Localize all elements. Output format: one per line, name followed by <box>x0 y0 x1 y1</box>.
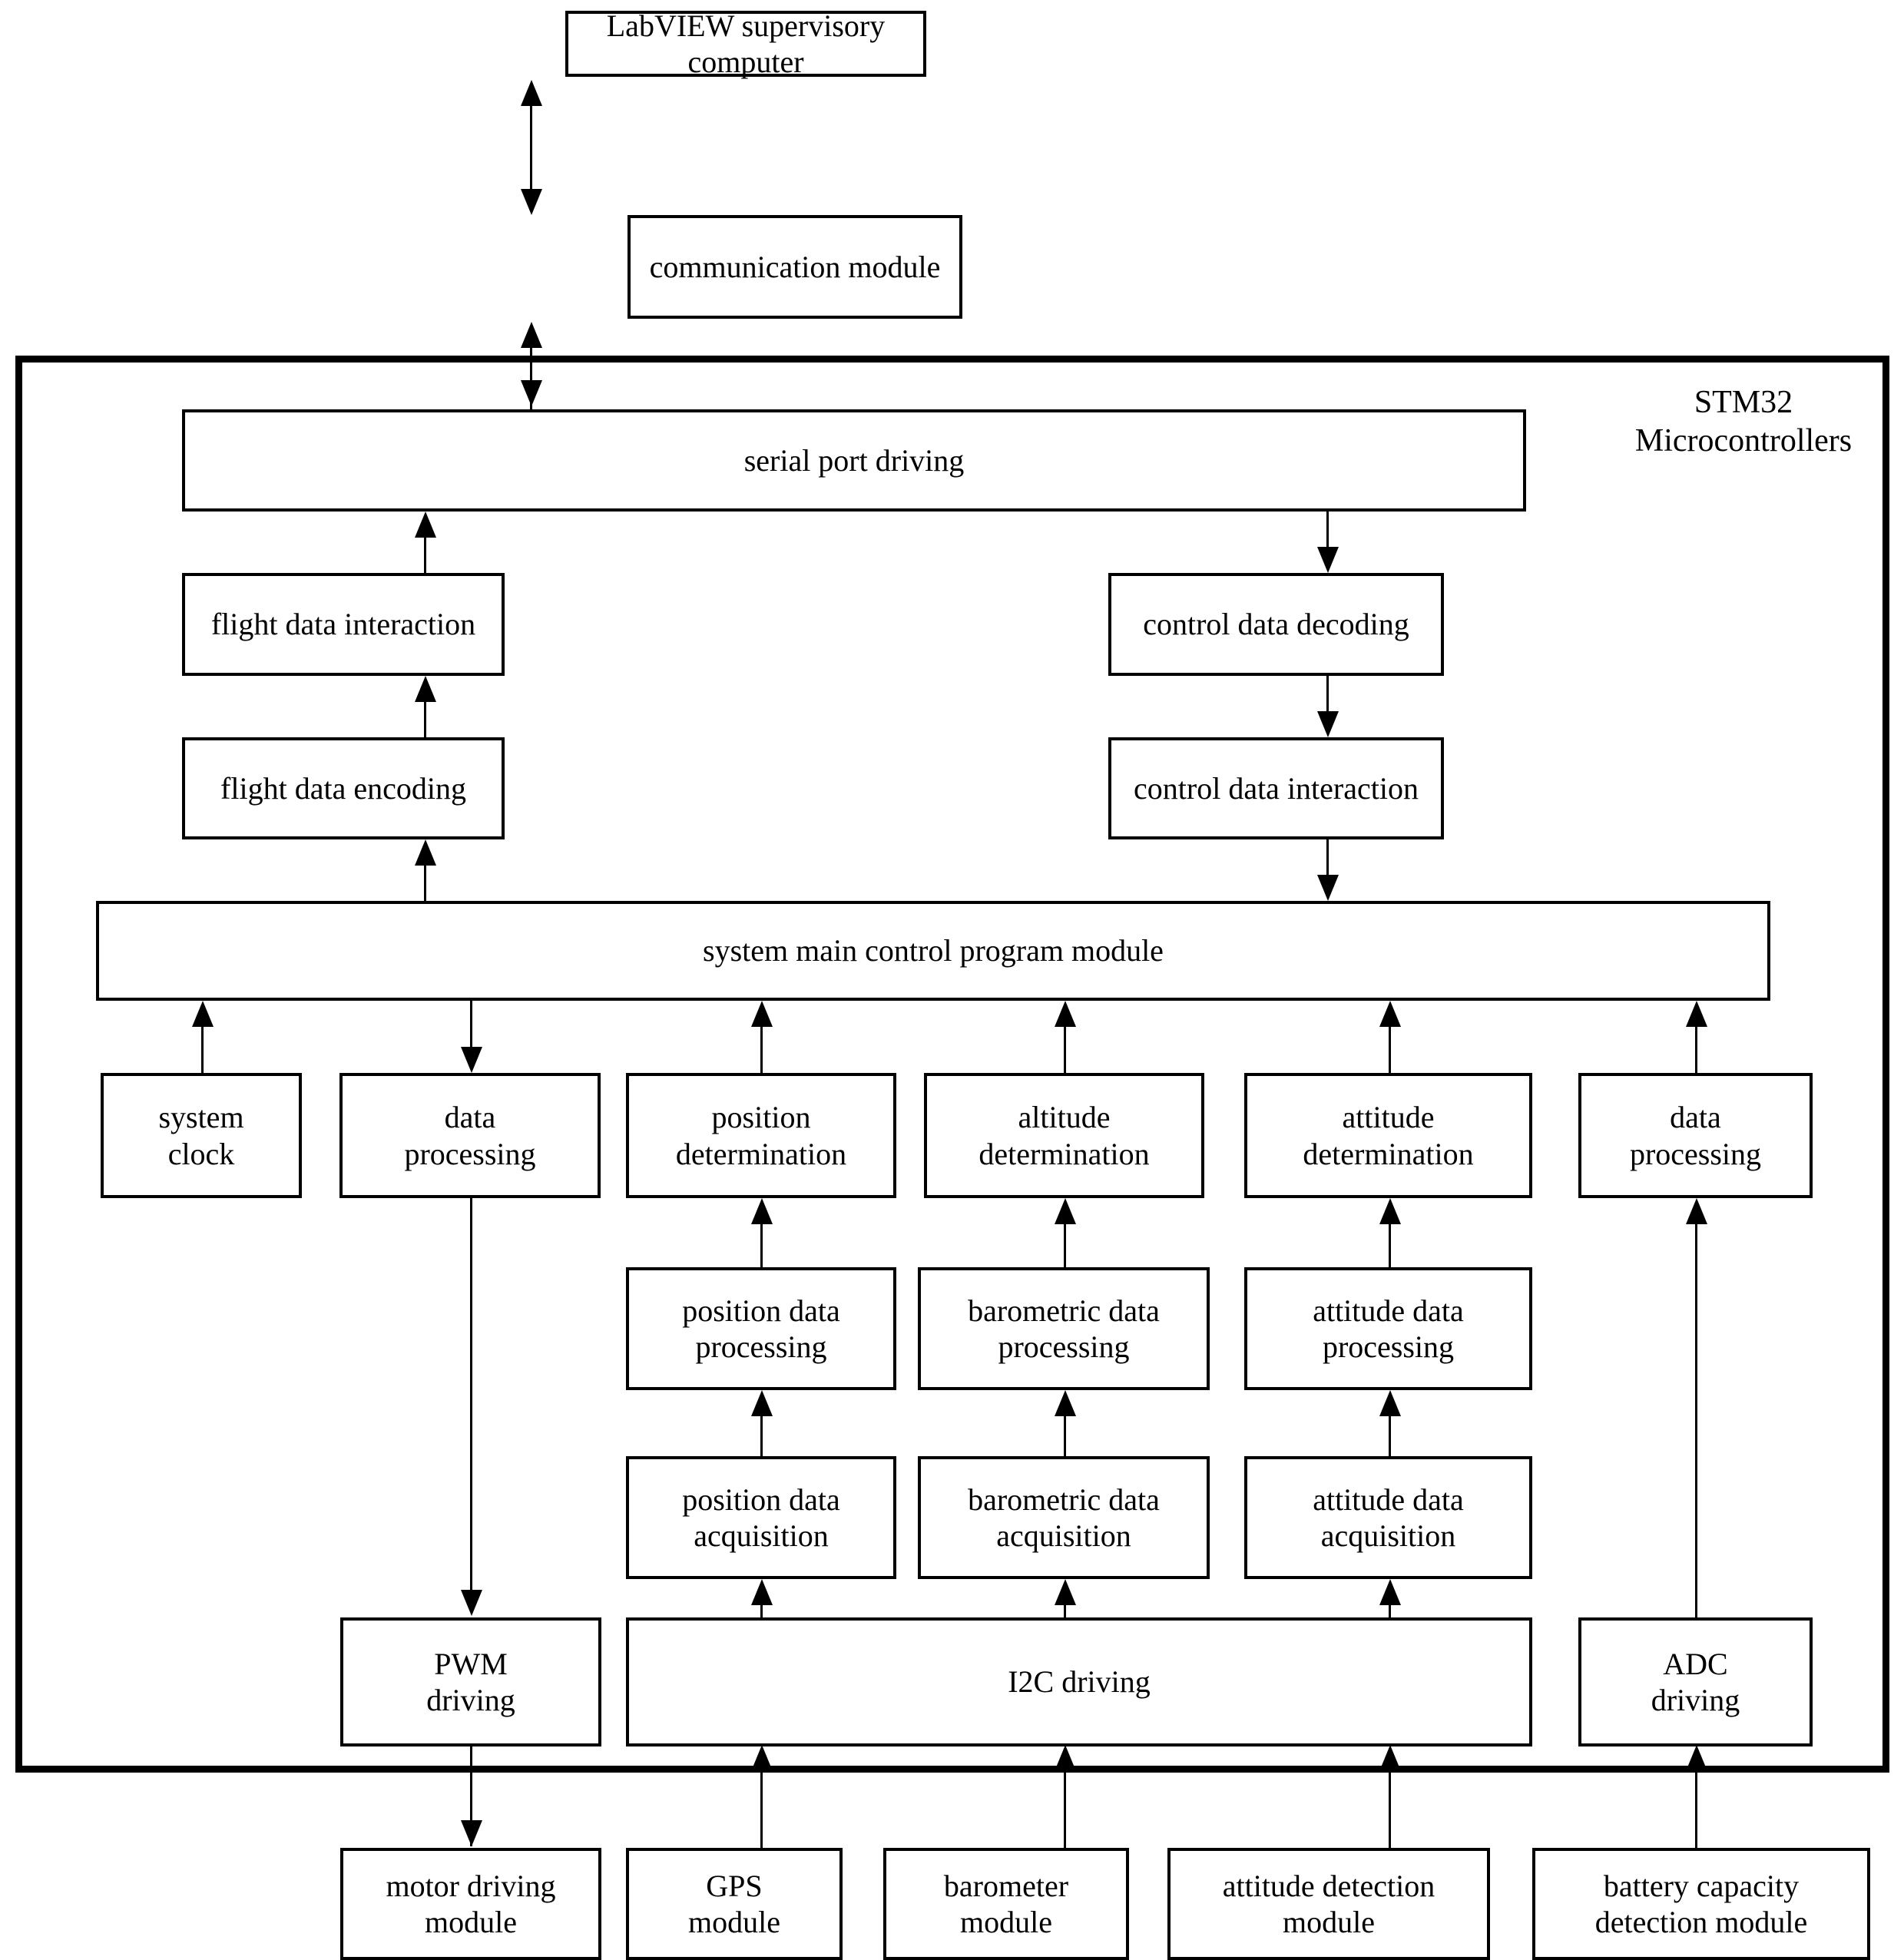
node-barometric-data-processing[interactable]: barometric data processing <box>918 1267 1210 1390</box>
arrow-cdd-cdi <box>1317 711 1339 737</box>
node-attitude-determination[interactable]: attitude determination <box>1244 1073 1532 1198</box>
arrow-i2c-barda <box>1055 1579 1076 1605</box>
arrow-gps-i2c <box>751 1745 773 1771</box>
line-attda-attdp <box>1389 1416 1391 1456</box>
line-attdet-main <box>1389 1027 1391 1073</box>
node-altitude-determination[interactable]: altitude determination <box>924 1073 1204 1198</box>
node-data-processing-right[interactable]: data processing <box>1578 1073 1813 1198</box>
node-motor-driving-module[interactable]: motor driving module <box>340 1848 601 1960</box>
arrow-fdi-serial <box>415 512 436 538</box>
line-bardp-altdet <box>1064 1224 1066 1267</box>
line-serial-cdd <box>1326 512 1329 550</box>
node-barometer-module[interactable]: barometer module <box>883 1848 1129 1960</box>
arrow-battery-adc <box>1686 1745 1707 1771</box>
line-main-dpl <box>470 1001 472 1047</box>
node-barometric-data-acquisition[interactable]: barometric data acquisition <box>918 1456 1210 1579</box>
node-attitude-detection-module[interactable]: attitude detection module <box>1167 1848 1490 1960</box>
node-flight-data-encoding[interactable]: flight data encoding <box>182 737 505 839</box>
arrow-cdi-main <box>1317 875 1339 901</box>
arrow-serial-cdd <box>1317 547 1339 573</box>
line-posda-posdp <box>760 1416 763 1456</box>
node-position-data-acquisition[interactable]: position data acquisition <box>626 1456 896 1579</box>
line-cdi-main <box>1326 839 1329 875</box>
node-data-processing-left[interactable]: data processing <box>339 1073 601 1198</box>
node-position-determination[interactable]: position determination <box>626 1073 896 1198</box>
node-system-main-control-program-module[interactable]: system main control program module <box>96 901 1770 1001</box>
line-adc-dpr <box>1695 1224 1697 1623</box>
arrow-posda-posdp <box>751 1390 773 1416</box>
node-adc-driving[interactable]: ADC driving <box>1578 1617 1813 1746</box>
line-dpl-pwm <box>470 1198 472 1590</box>
arrow-serial-down <box>521 380 542 406</box>
line-cdd-cdi <box>1326 676 1329 711</box>
node-control-data-interaction[interactable]: control data interaction <box>1108 737 1444 839</box>
arrow-attdet-main <box>1379 1001 1401 1027</box>
arrow-dpl-pwm <box>461 1590 482 1616</box>
arrow-comm-down <box>521 189 542 215</box>
node-labview-supervisory-computer[interactable]: LabVIEW supervisory computer <box>565 8 926 79</box>
line-fde-fdi <box>424 702 426 737</box>
arrow-bardp-altdet <box>1055 1198 1076 1224</box>
line-pwm-motor <box>470 1746 472 1846</box>
arrow-i2c-posda <box>751 1579 773 1605</box>
line-posdp-posdet <box>760 1224 763 1267</box>
node-serial-port-driving[interactable]: serial port driving <box>182 409 1526 512</box>
line-attdp-attdet <box>1389 1224 1391 1267</box>
line-dpr-main <box>1695 1027 1697 1073</box>
arrow-main-dpl <box>461 1047 482 1073</box>
node-flight-data-interaction[interactable]: flight data interaction <box>182 573 505 676</box>
node-communication-module[interactable]: communication module <box>627 215 962 319</box>
line-labview-comm <box>530 103 532 194</box>
arrow-adc-dpr <box>1686 1198 1707 1224</box>
arrow-posdp-posdet <box>751 1198 773 1224</box>
arrow-labview-up <box>521 80 542 106</box>
arrow-i2c-attda <box>1379 1579 1401 1605</box>
arrow-barda-bardp <box>1055 1390 1076 1416</box>
node-control-data-decoding[interactable]: control data decoding <box>1108 573 1444 676</box>
arrow-main-fde <box>415 839 436 866</box>
arrow-fde-fdi <box>415 676 436 702</box>
arrow-clock-main <box>192 1001 214 1027</box>
node-i2c-driving[interactable]: I2C driving <box>626 1617 1532 1746</box>
line-altdet-main <box>1064 1027 1066 1073</box>
node-gps-module[interactable]: GPS module <box>626 1848 843 1960</box>
arrow-attmod-i2c <box>1379 1745 1401 1771</box>
arrow-pwm-motor <box>461 1820 482 1846</box>
arrow-posdet-main <box>751 1001 773 1027</box>
node-system-clock[interactable]: system clock <box>101 1073 302 1198</box>
line-battery-adc <box>1695 1770 1697 1848</box>
arrow-attdp-attdet <box>1379 1198 1401 1224</box>
line-main-fde <box>424 866 426 901</box>
node-attitude-data-processing[interactable]: attitude data processing <box>1244 1267 1532 1390</box>
line-barda-bardp <box>1064 1416 1066 1456</box>
line-posdet-main <box>760 1027 763 1073</box>
arrow-altdet-main <box>1055 1001 1076 1027</box>
node-battery-capacity-detection-module[interactable]: battery capacity detection module <box>1532 1848 1870 1960</box>
node-pwm-driving[interactable]: PWM driving <box>340 1617 601 1746</box>
arrow-dpr-main <box>1686 1001 1707 1027</box>
line-gps-i2c <box>760 1770 763 1848</box>
arrow-comm-up <box>521 322 542 348</box>
stm32-container-label: STM32 Microcontrollers <box>1634 385 1853 459</box>
arrow-baro-i2c <box>1055 1745 1076 1771</box>
node-attitude-data-acquisition[interactable]: attitude data acquisition <box>1244 1456 1532 1579</box>
arrow-attda-attdp <box>1379 1390 1401 1416</box>
line-attmod-i2c <box>1389 1770 1391 1848</box>
line-clock-main <box>201 1027 204 1073</box>
line-baro-i2c <box>1064 1770 1066 1848</box>
line-fdi-serial <box>424 538 426 576</box>
node-position-data-processing[interactable]: position data processing <box>626 1267 896 1390</box>
